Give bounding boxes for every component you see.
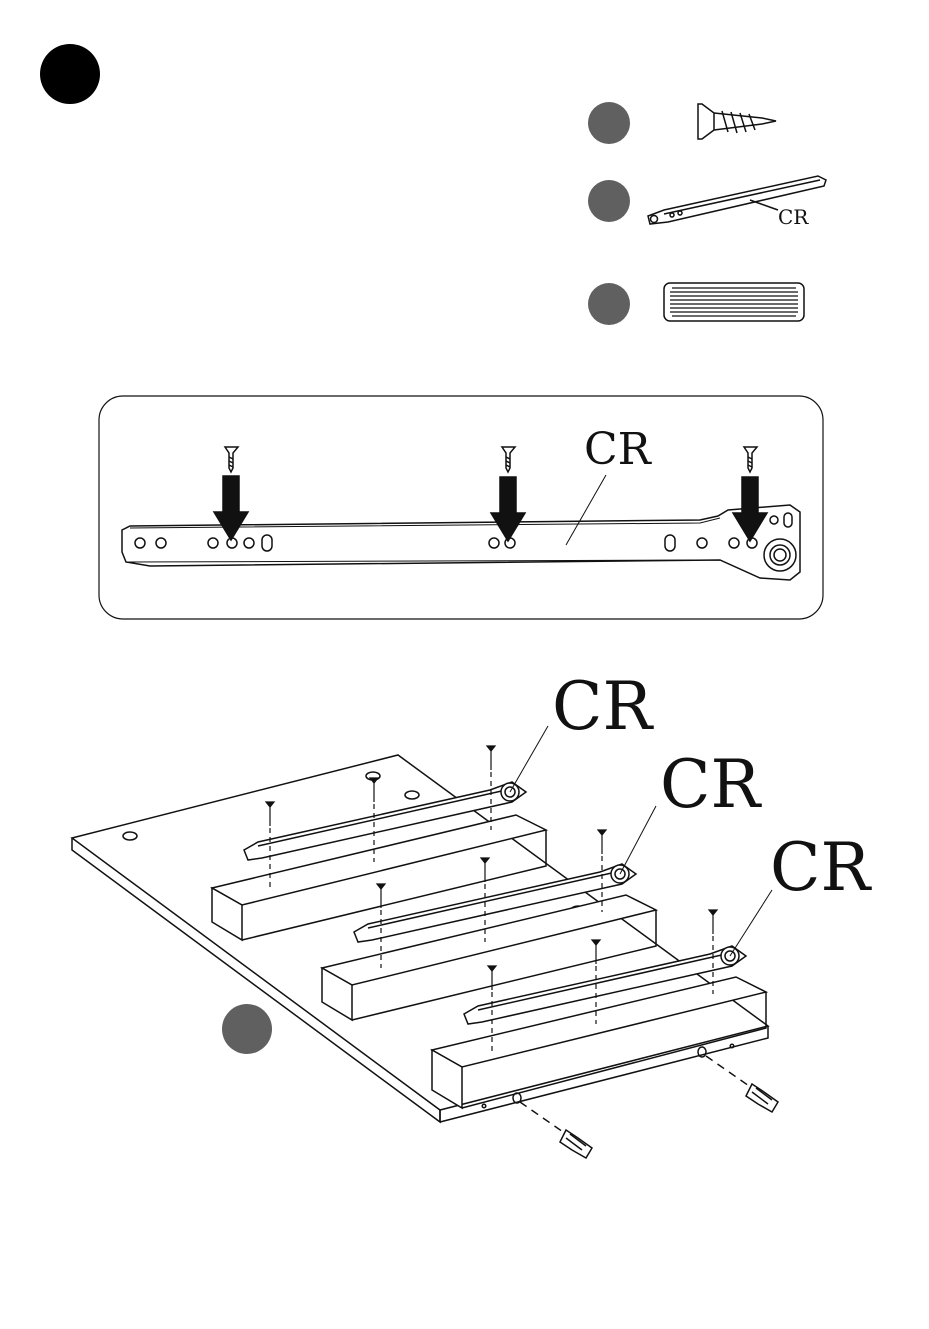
assembly-dowel-right <box>698 1047 778 1112</box>
assembly-dowel-left <box>513 1093 592 1158</box>
detail-screw-2 <box>502 447 515 472</box>
drawer-rail-icon <box>648 176 826 224</box>
detail-screw-1 <box>225 447 238 472</box>
wooden-dowel-icon <box>664 283 804 321</box>
screw-icon <box>698 104 776 139</box>
detail-screw-3 <box>744 447 757 472</box>
